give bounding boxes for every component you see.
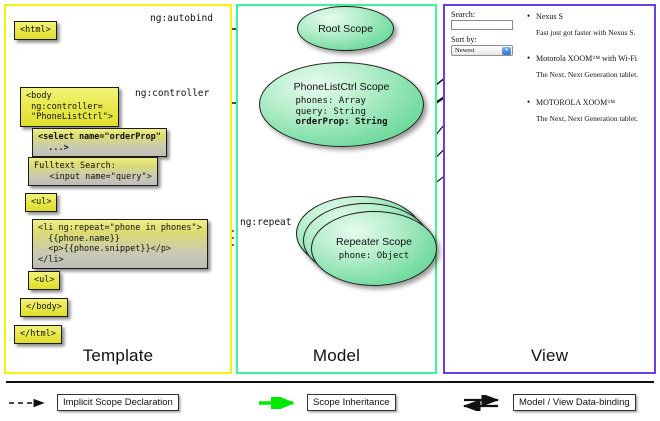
panel-model: Model bbox=[236, 4, 437, 374]
code-box-body-close: </body> bbox=[20, 298, 68, 317]
phone-list-item: MOTOROLA XOOM™ The Next, Next Generation… bbox=[527, 97, 652, 123]
solid-arrow-icon bbox=[259, 396, 295, 409]
scope-phonelistctrl-title: PhoneListCtrl Scope bbox=[293, 81, 390, 94]
edge-label-ng-autobind: ng:autobind bbox=[148, 13, 215, 24]
code-box-ul-open: <ul> bbox=[25, 193, 58, 212]
code-box-body-open: <body ng:controller= "PhoneListCtrl"> bbox=[20, 87, 119, 127]
scope-root-title: Root Scope bbox=[318, 22, 373, 35]
scope-repeater-attrs: phone: Object bbox=[339, 251, 409, 262]
scope-attr: query: String bbox=[295, 106, 366, 117]
scope-phonelistctrl-attrs: phones: Array query: String orderProp: S… bbox=[295, 96, 387, 128]
code-box-ul-close: <ul> bbox=[28, 271, 61, 290]
scope-attr: phone: Object bbox=[338, 250, 410, 261]
panel-view: View bbox=[443, 4, 656, 374]
sort-by-selected-value: Newest bbox=[455, 47, 475, 54]
phone-name: Nexus S bbox=[527, 11, 652, 21]
code-box-li-repeat: <li ng:repeat="phone in phones"> {{phone… bbox=[32, 219, 208, 269]
legend-divider bbox=[6, 381, 654, 383]
phone-name: Motorola XOOM™ with Wi-Fi bbox=[527, 53, 652, 63]
scope-repeater: Repeater Scope phone: Object bbox=[311, 211, 437, 286]
phone-snippet: The Next, Next Generation tablet. bbox=[536, 114, 639, 123]
chevron-down-icon[interactable]: ▾ bbox=[502, 47, 511, 55]
legend: Implicit Scope Declaration Scope Inherit… bbox=[0, 388, 660, 418]
scope-repeater-title: Repeater Scope bbox=[336, 235, 412, 248]
double-arrow-icon bbox=[462, 394, 500, 411]
scope-root: Root Scope bbox=[297, 6, 394, 51]
panel-template: Template bbox=[4, 4, 232, 374]
scope-attr: orderProp: String bbox=[295, 117, 388, 128]
code-box-html-close: </html> bbox=[14, 325, 62, 344]
legend-label: Implicit Scope Declaration bbox=[57, 394, 179, 411]
code-box-html-open: <html> bbox=[14, 21, 57, 40]
edge-label-ng-repeat: ng:repeat bbox=[238, 217, 294, 228]
code-box-select: <select name="orderProp" ...> bbox=[32, 128, 167, 157]
phone-list-item: Nexus S Fast just got faster with Nexus … bbox=[527, 11, 652, 37]
code-box-search-input: Fulltext Search: <input name="query"> bbox=[28, 157, 158, 186]
legend-item-data-binding: Model / View Data-binding bbox=[462, 394, 636, 411]
legend-label: Scope Inheritance bbox=[307, 394, 396, 411]
search-label: Search: bbox=[451, 10, 475, 19]
search-input[interactable] bbox=[451, 20, 513, 30]
view-content: Search: Sort by: Newest ▾ Nexus S Fast j… bbox=[449, 10, 652, 160]
legend-item-scope-inheritance: Scope Inheritance bbox=[258, 394, 396, 411]
edge-label-ng-controller: ng:controller bbox=[133, 88, 212, 99]
scope-phonelistctrl: PhoneListCtrl Scope phones: Array query:… bbox=[259, 62, 424, 147]
phone-snippet: Fast just got faster with Nexus S. bbox=[536, 28, 636, 37]
panel-template-title: Template bbox=[82, 346, 154, 365]
phone-name: MOTOROLA XOOM™ bbox=[527, 97, 652, 107]
dashed-arrow-icon bbox=[9, 398, 45, 407]
legend-item-implicit-scope: Implicit Scope Declaration bbox=[8, 394, 179, 411]
sort-by-select[interactable]: Newest ▾ bbox=[451, 45, 513, 56]
scope-attr: phones: Array bbox=[295, 96, 366, 107]
panel-view-title: View bbox=[530, 346, 569, 365]
phone-list-item: Motorola XOOM™ with Wi-Fi The Next, Next… bbox=[527, 53, 652, 79]
panel-model-title: Model bbox=[312, 346, 361, 365]
sort-by-label: Sort by: bbox=[451, 35, 477, 44]
phone-snippet: The Next, Next Generation tablet. bbox=[536, 70, 639, 79]
legend-label: Model / View Data-binding bbox=[513, 394, 636, 411]
